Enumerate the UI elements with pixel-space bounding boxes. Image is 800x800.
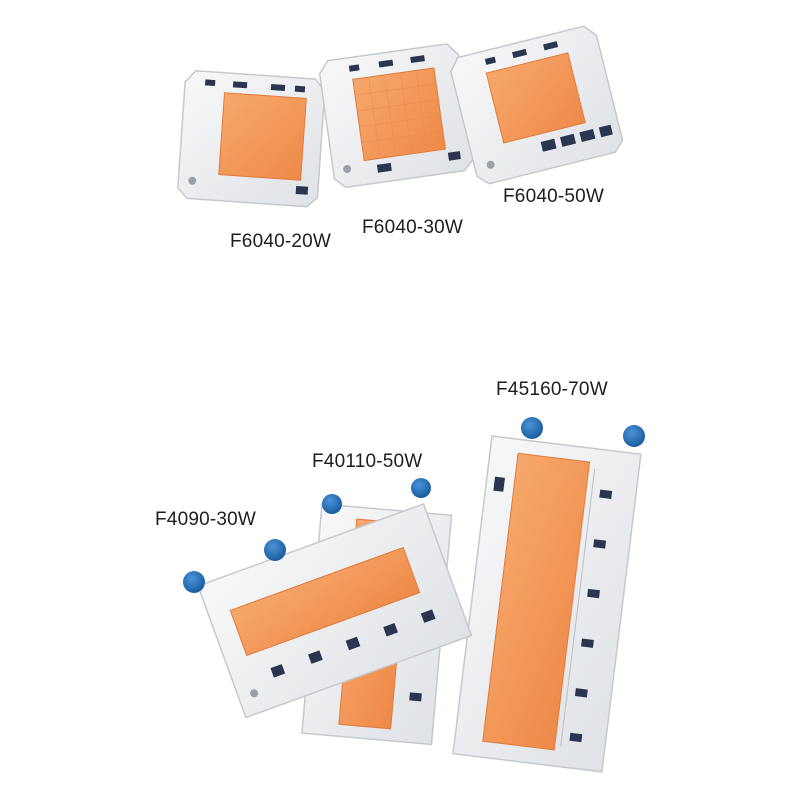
cob-chip-20w: [176, 69, 326, 208]
model-label-f40110-50w: F40110-50W: [312, 451, 423, 472]
model-label-f6040-20w: F6040-20W: [230, 231, 332, 252]
varistor-icon: [183, 571, 205, 593]
model-label-f6040-30w: F6040-30W: [362, 217, 464, 238]
model-label-f45160-70w: F45160-70W: [496, 379, 608, 400]
cob-chip-30w: [318, 43, 474, 189]
varistor-icon: [411, 478, 431, 498]
cob-chip-50w: [450, 25, 624, 185]
varistor-icon: [264, 539, 286, 561]
model-label-f6040-50w: F6040-50W: [503, 186, 605, 207]
model-label-f4090-30w: F4090-30W: [155, 509, 257, 530]
cob-strip-70w: [452, 435, 642, 773]
varistor-icon: [322, 494, 342, 514]
varistor-icon: [623, 425, 645, 447]
cob-strip-30w: [197, 502, 473, 719]
varistor-icon: [521, 417, 543, 439]
